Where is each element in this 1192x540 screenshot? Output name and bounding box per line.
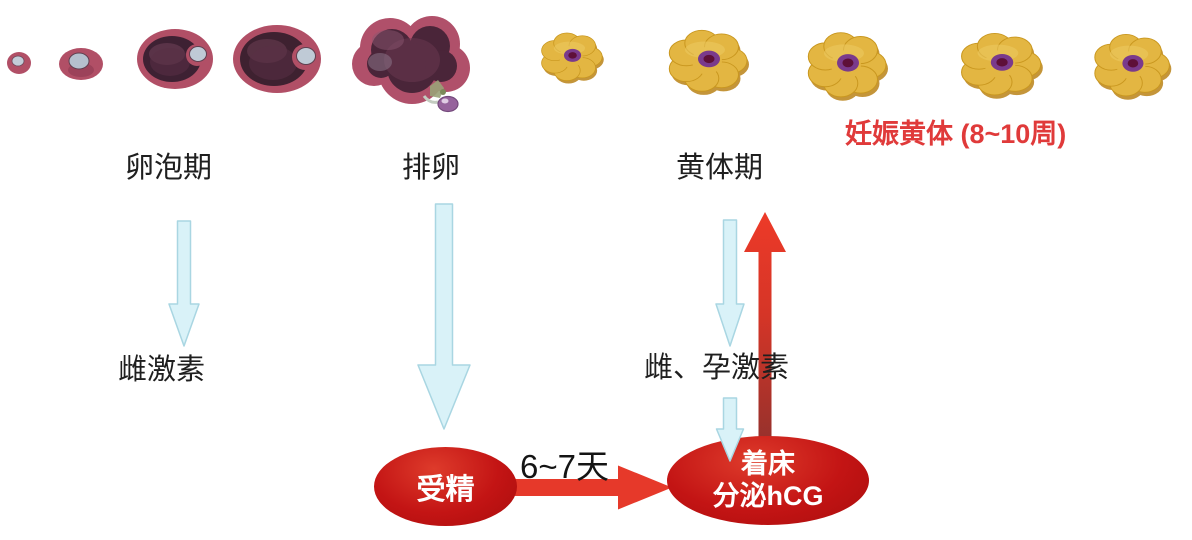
implantation-label-line1: 着床: [741, 448, 795, 479]
fertilization-label: 受精: [416, 473, 475, 506]
estrogen-progesterone-label: 雌、孕激素: [644, 352, 790, 384]
ruptured-follicle-illustration: [352, 16, 470, 113]
primordial-follicle-illustration: [7, 52, 31, 74]
fertilization-to-implantation-arrow: [515, 465, 672, 510]
follicular-estrogen-down-arrow: [168, 220, 200, 347]
ovulation-label: 排卵: [402, 152, 461, 184]
follicular-phase-label: 卵泡期: [125, 152, 213, 184]
primary-follicle-illustration: [59, 48, 103, 80]
luteal-phase-label: 黄体期: [676, 152, 764, 184]
pregnancy-luteum-label: 妊娠黄体 (8~10周): [845, 119, 1067, 149]
hcg-feedback-up-arrow: [744, 212, 786, 441]
implantation-ellipse: 着床 分泌hCG: [667, 436, 869, 525]
luteal-hormone-down-arrow: [715, 219, 745, 347]
fertilization-ellipse: 受精: [374, 447, 517, 526]
secondary-follicle-illustration: [137, 29, 213, 89]
implantation-label-line2: 分泌hCG: [712, 480, 824, 511]
estrogen-label: 雌激素: [118, 354, 206, 386]
hormone-to-implantation-down-arrow: [715, 397, 745, 462]
mature-follicle-illustration: [233, 25, 321, 93]
transfer-duration-label: 6~7天: [520, 448, 609, 485]
ovulation-down-arrow: [417, 203, 471, 430]
